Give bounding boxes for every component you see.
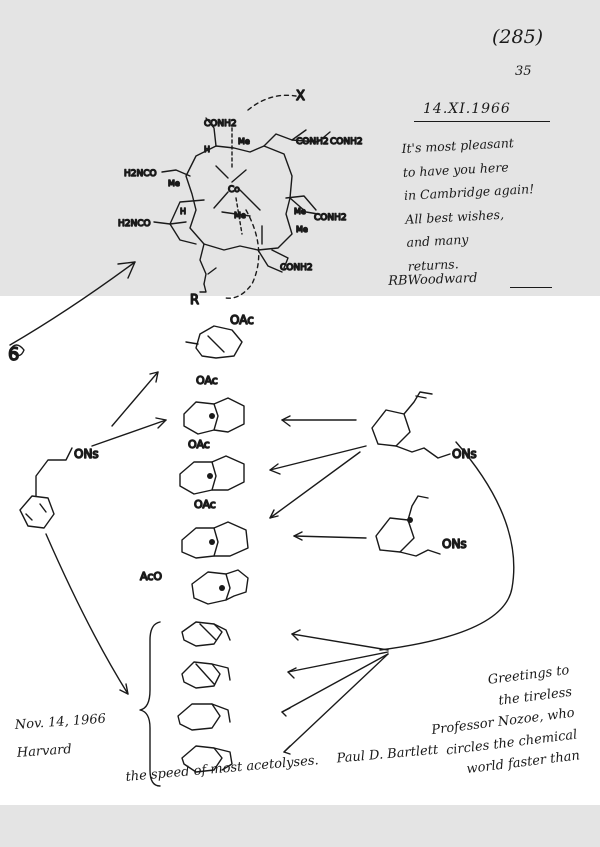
amide-label-1: CONH2: [204, 119, 237, 129]
lower-white-region: [0, 296, 600, 805]
bartlett-date: Nov. 14, 1966 Harvard: [14, 706, 109, 768]
amide-label-6: H2NCO: [118, 219, 151, 229]
hydrogen-label-2: H: [180, 207, 186, 216]
woodward-signature: RBWoodward: [388, 270, 478, 289]
bicyclic-stack: [177, 325, 249, 773]
acetate-label-4: OAc: [194, 498, 216, 511]
nosylate-label-2: ONs: [452, 447, 477, 461]
amide-label-7: CONH2: [280, 263, 313, 273]
methyl-label-4: Me: [296, 225, 308, 234]
reference-number: 35: [515, 64, 532, 79]
woodward-greeting: It's most pleasant to have you here in C…: [401, 130, 538, 278]
page-number: (285): [492, 26, 544, 48]
amide-label-2: CONH2: [296, 137, 329, 147]
hydrogen-label-1: H: [204, 145, 210, 154]
cobalt-label: Co: [228, 185, 240, 195]
acetate-label-1: OAc: [230, 313, 254, 327]
grouping-brace: [139, 621, 161, 787]
ligand-r-label: R: [190, 293, 199, 308]
arrow-number-label: 6: [8, 344, 19, 365]
methyl-label-3: Me: [294, 207, 306, 216]
methyl-label-2: Me: [168, 179, 180, 188]
ligand-x-label: X: [296, 89, 305, 104]
acetate-label-left: AcO: [140, 570, 162, 583]
acetate-label-2: OAc: [196, 374, 218, 387]
amide-label-5: H2NCO: [124, 169, 157, 179]
upper-gray-region: [0, 0, 600, 296]
acetate-label-3: OAc: [188, 438, 210, 451]
aryl-ethyl-nosylate: [19, 447, 73, 529]
woodward-date: 14.XI.1966: [423, 101, 511, 117]
nosylate-label-3: ONs: [442, 537, 467, 551]
reaction-arrows: [45, 371, 515, 755]
signature-underline: [510, 287, 552, 288]
amide-label-3: CONH2: [330, 137, 363, 147]
amide-label-4: CONH2: [314, 213, 347, 223]
vinyl-cyclopentyl-compounds: [371, 391, 451, 557]
methyl-label-1: Me: [238, 137, 250, 146]
long-arrow: [9, 261, 136, 357]
substituent-dots: [207, 413, 413, 591]
date-underline: [414, 121, 550, 122]
corrin-structure: [153, 94, 331, 299]
nosylate-label-1: ONs: [74, 447, 99, 461]
methyl-label-5: Me: [234, 211, 246, 220]
